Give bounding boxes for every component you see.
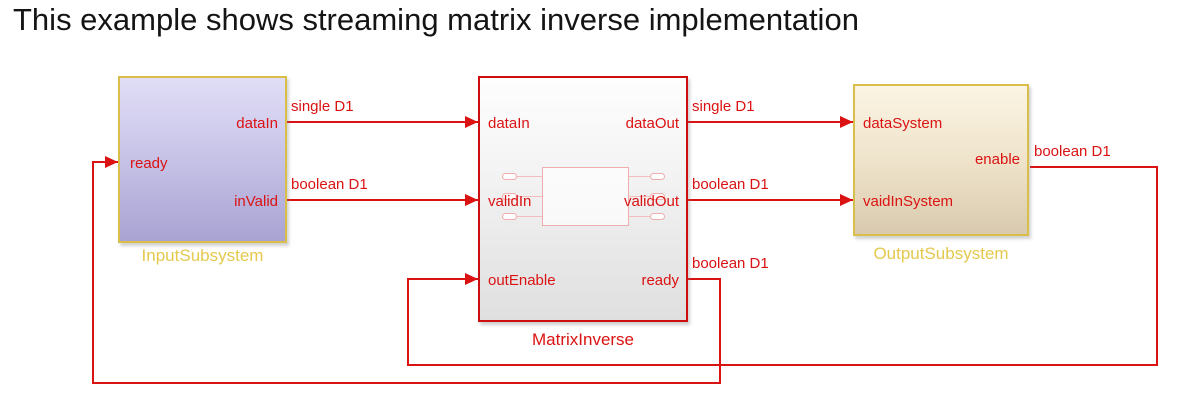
wire-enable-feedback[interactable] (407, 278, 409, 366)
port-ready: ready (130, 155, 168, 172)
arrowhead-icon (465, 116, 478, 128)
wire-ready-feedback[interactable] (92, 382, 721, 384)
block-output-subsystem[interactable]: dataSystem vaidInSystem enable (853, 84, 1029, 236)
port-vaidinsystem: vaidInSystem (863, 193, 954, 210)
port-validin: validIn (488, 193, 532, 210)
block-label-input-subsystem: InputSubsystem (141, 246, 264, 265)
port-validout: validOut (623, 193, 679, 210)
signal-label-boolean-d1: boolean D1 (692, 176, 769, 193)
signal-label-single-d1: single D1 (692, 98, 755, 115)
wire-invalid[interactable] (287, 199, 478, 201)
port-datain: dataIn (236, 115, 278, 132)
wire-ready-feedback[interactable] (688, 278, 721, 280)
arrowhead-icon (105, 156, 118, 168)
wire-ready-feedback[interactable] (92, 161, 94, 383)
wire-validout[interactable] (688, 199, 853, 201)
page-title: This example shows streaming matrix inve… (13, 2, 859, 37)
port-datain: dataIn (488, 115, 530, 132)
block-label-output-subsystem: OutputSubsystem (873, 244, 1009, 263)
wire-enable-feedback[interactable] (1030, 166, 1158, 168)
signal-label-single-d1: single D1 (291, 98, 354, 115)
block-matrix-inverse[interactable]: dataIn validIn outEnable dataOut validOu… (478, 76, 688, 322)
arrowhead-icon (465, 273, 478, 285)
arrowhead-icon (840, 116, 853, 128)
block-label-matrix-inverse: MatrixInverse (531, 330, 635, 349)
wire-dataout[interactable] (688, 121, 853, 123)
signal-label-boolean-d1: boolean D1 (692, 255, 769, 272)
port-dataout: dataOut (625, 115, 679, 132)
wire-enable-feedback[interactable] (407, 278, 478, 280)
port-datasystem: dataSystem (863, 115, 943, 132)
wire-ready-feedback[interactable] (719, 278, 721, 384)
wire-enable-feedback[interactable] (407, 364, 1158, 366)
arrowhead-icon (465, 194, 478, 206)
signal-label-boolean-d1: boolean D1 (1034, 143, 1111, 160)
wire-datain[interactable] (287, 121, 478, 123)
port-invalid: inValid (234, 193, 278, 210)
wire-enable-feedback[interactable] (1156, 166, 1158, 366)
port-enable: enable (974, 151, 1020, 168)
port-outenable: outEnable (488, 272, 556, 289)
signal-label-boolean-d1: boolean D1 (291, 176, 368, 193)
arrowhead-icon (840, 194, 853, 206)
block-input-subsystem[interactable]: ready dataIn inValid (118, 76, 287, 243)
port-ready: ready (641, 272, 679, 289)
